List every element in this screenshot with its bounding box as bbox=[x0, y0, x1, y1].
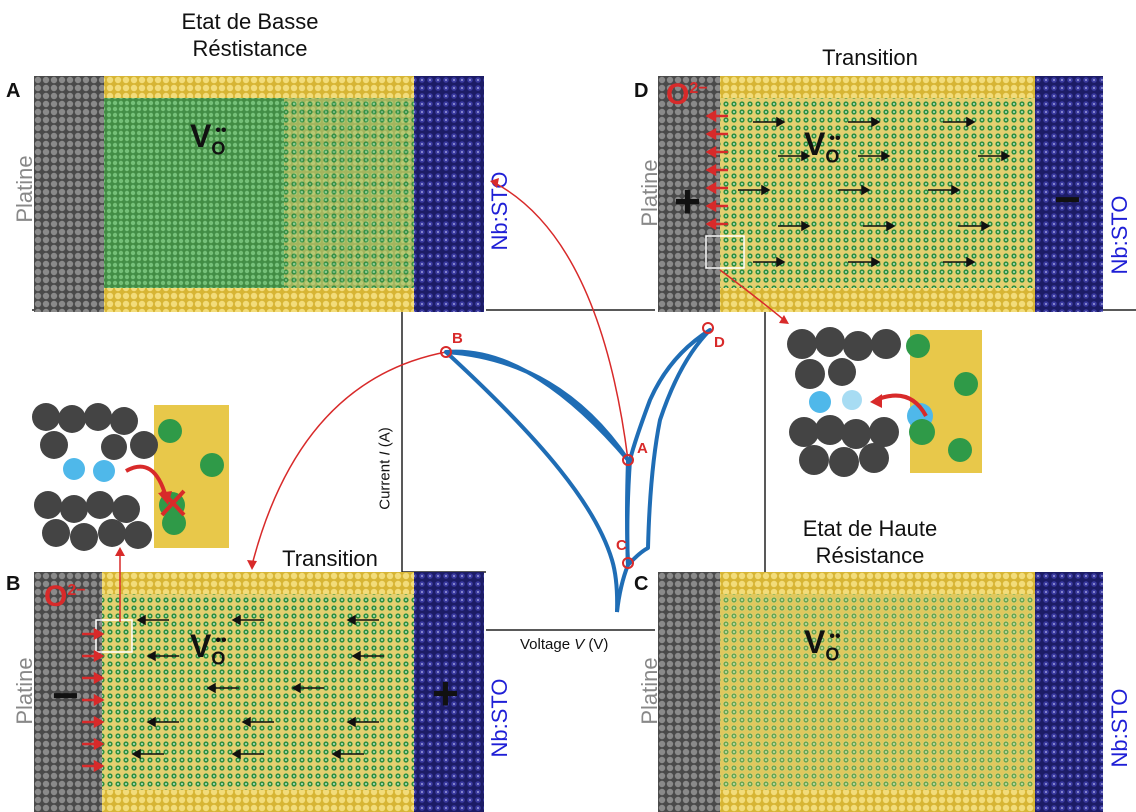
iv-point-c bbox=[622, 557, 634, 569]
iv-point-b bbox=[440, 346, 452, 358]
iv-label-c: C bbox=[616, 537, 627, 554]
y-axis-label: Current I (A) bbox=[376, 427, 394, 510]
panel-letter-c: C bbox=[634, 573, 649, 595]
iv-curve-path bbox=[444, 328, 712, 613]
panel-a-low-resistance: VO•• bbox=[34, 76, 484, 312]
plus-sign-d: + bbox=[674, 175, 701, 227]
minus-sign-b: − bbox=[52, 669, 79, 721]
panel-b-transition: VO•• O2− − + bbox=[34, 572, 484, 812]
vacancy-label-c: VO•• bbox=[804, 624, 841, 665]
iv-label-a: A bbox=[637, 440, 648, 457]
vacancy-label-d: VO•• bbox=[804, 126, 841, 167]
title-low-resistance: Etat de Basse Réstistance bbox=[181, 9, 319, 61]
oxygen-ion-label-b: O2− bbox=[44, 580, 86, 613]
inset-atoms-b bbox=[32, 403, 229, 551]
iv-point-a bbox=[622, 454, 634, 466]
title-transition-d: Transition bbox=[822, 45, 918, 70]
panel-letter-b: B bbox=[6, 573, 21, 595]
vacancy-label-a: VO•• bbox=[190, 118, 227, 159]
x-axis-label: Voltage V (V) bbox=[520, 636, 609, 653]
inset-atoms-d bbox=[787, 327, 982, 477]
oxygen-ion-label-d: O2− bbox=[666, 78, 708, 111]
iv-label-d: D bbox=[714, 334, 725, 351]
title-transition-b: Transition bbox=[282, 546, 378, 571]
minus-sign-d: − bbox=[1054, 173, 1081, 225]
panel-letter-d: D bbox=[634, 80, 649, 102]
plus-sign-b: + bbox=[432, 667, 459, 719]
iv-point-d bbox=[702, 322, 714, 334]
panel-letter-a: A bbox=[6, 80, 21, 102]
title-high-resistance: Etat de Haute Résistance bbox=[802, 516, 938, 568]
iv-label-b: B bbox=[452, 330, 463, 347]
vacancy-label-b: VO•• bbox=[190, 628, 227, 669]
panel-c-high-resistance: VO•• bbox=[658, 572, 1103, 812]
panel-d-transition: VO•• O2− + − bbox=[658, 76, 1103, 312]
